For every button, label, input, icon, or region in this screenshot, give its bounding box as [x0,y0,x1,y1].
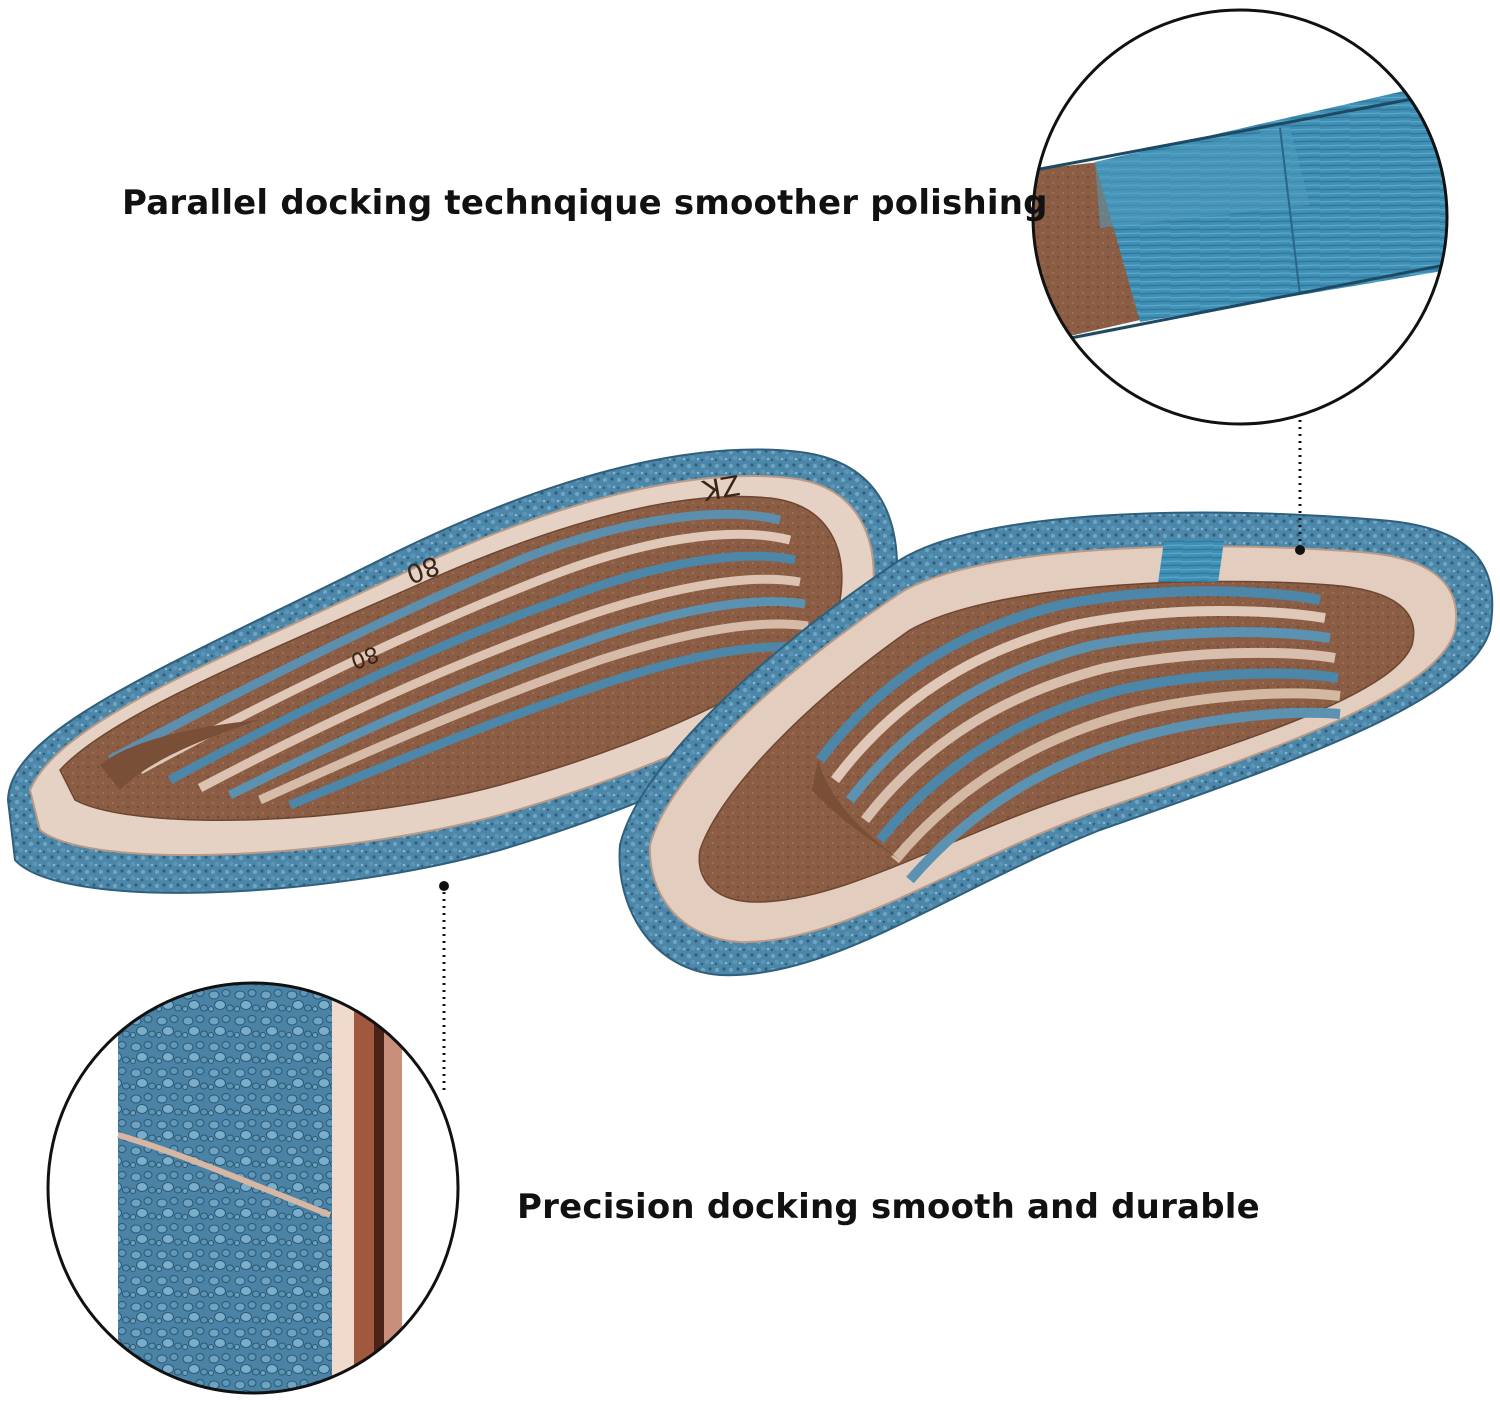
right-belt-stack [618,511,1494,977]
zoom-detail-circle-top [1031,8,1449,426]
caption-top: Parallel docking technqique smoother pol… [122,183,1048,223]
zoom-detail-circle-bottom [46,981,460,1395]
dotted-leader-line-top [1295,420,1305,555]
caption-bottom: Precision docking smooth and durable [517,1187,1260,1227]
belt-marking-code: ZK [699,468,742,507]
dotted-leader-line-bottom [439,881,449,1090]
